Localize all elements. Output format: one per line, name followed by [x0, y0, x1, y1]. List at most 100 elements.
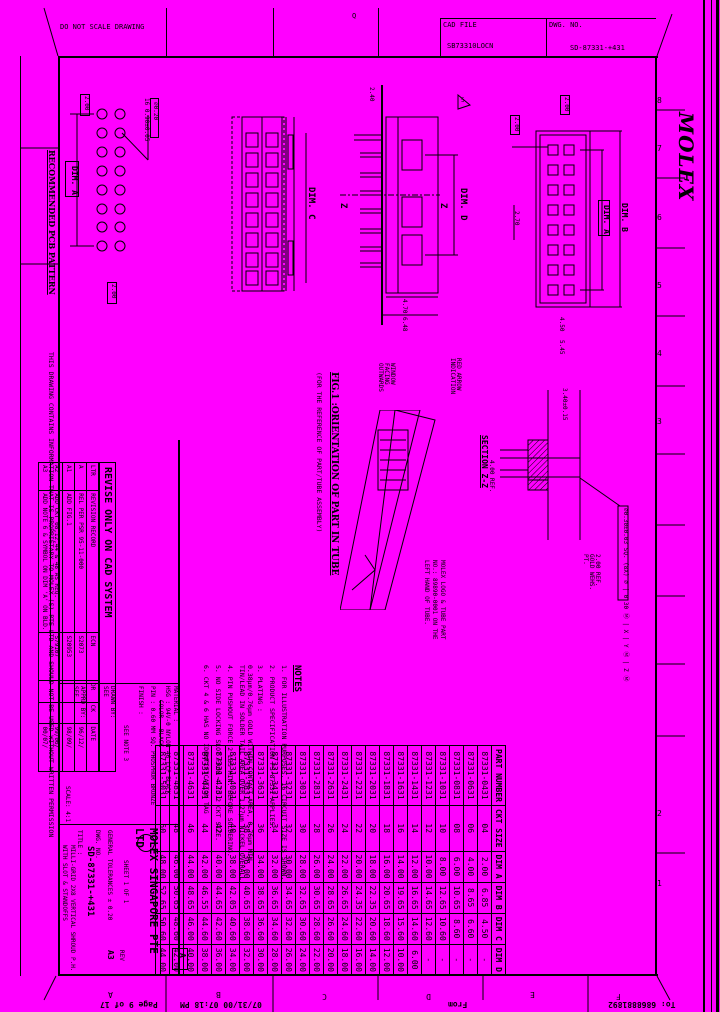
cell: 14.00 — [393, 851, 408, 883]
cell: 44.60 — [197, 913, 212, 945]
cell: 46.55 — [197, 882, 212, 914]
cad-file-label: CAD FILE — [443, 21, 477, 29]
cell: A1 — [62, 462, 75, 491]
cell: 10.60 — [435, 913, 450, 945]
zone-c: C — [322, 992, 327, 1001]
cell: 26.65 — [337, 882, 352, 914]
cell: 12.65 — [435, 882, 450, 914]
front-dim-a-box — [598, 200, 610, 236]
cell: 16.65 — [407, 882, 422, 914]
cell: 12 — [421, 805, 436, 852]
cell: 38.00 — [197, 944, 212, 976]
pcb-holes-graphic — [70, 108, 149, 252]
cell: 26.00 — [281, 944, 296, 976]
rev-value: A3 — [106, 950, 115, 960]
cell: 32.60 — [281, 913, 296, 945]
cell: REL PER PSR 95-11-000 — [74, 490, 87, 633]
cell: 44 — [197, 805, 212, 852]
fax-from: From — [448, 1000, 468, 1009]
frame-right-outer2 — [711, 0, 712, 1012]
cell: 14.00 — [365, 944, 380, 976]
zone-e: E — [530, 990, 535, 999]
pcb-tol-frame — [150, 98, 159, 138]
molex-logo: MOLEX — [674, 112, 698, 202]
front-dim-2: 2.70 — [513, 211, 520, 226]
rev-col-date: DATE — [86, 723, 99, 772]
cell: 38.00 — [225, 851, 240, 883]
col-dim-d: DIM D — [491, 944, 506, 976]
pcb-pitch-box-1 — [80, 94, 90, 116]
cell: 87331-0431 — [477, 745, 492, 806]
frame-left-outer — [20, 56, 21, 976]
col-dim-b: DIM B — [491, 882, 506, 914]
zone-7: 7 — [657, 144, 662, 153]
cell: 87331-0631 — [463, 745, 478, 806]
cell: 14.65 — [421, 882, 436, 914]
cell: 12.00 — [407, 851, 422, 883]
pcb-position-tol: ⌀0.20 — [152, 102, 159, 121]
zone-1: 1 — [657, 879, 662, 888]
cell: 96/12/ — [74, 723, 87, 772]
fig1-callout-window: WINDOW FACING OUTWARDS — [377, 363, 396, 392]
cell: 8.65 — [463, 882, 478, 914]
cell: 36.60 — [253, 913, 268, 945]
title-block-div2 — [160, 700, 161, 976]
finish-label: FINISH : — [137, 686, 144, 715]
cell: 32 — [281, 805, 296, 852]
title-block-top — [58, 683, 178, 684]
pcb-dim-a-box — [65, 161, 79, 197]
header-div1 — [166, 8, 167, 56]
parts-table: PART NUMBER CKT SIZE DIM A DIM B DIM C D… — [155, 745, 506, 976]
proprietary-notice: THIS DRAWING CONTAINS INFORMATION THAT I… — [47, 352, 55, 838]
cell: 87331-3431 — [267, 745, 282, 806]
cell: 28.00 — [295, 851, 310, 883]
cell: - — [477, 944, 492, 976]
zone-f: F — [616, 992, 621, 1001]
cell: 87331-3831 — [239, 745, 254, 806]
section-marker-left: Z — [338, 203, 348, 209]
pcb-pitch-2: 2.00 — [110, 284, 117, 299]
molex-seal-icon — [137, 834, 155, 852]
section-view: 3.40±0.15 4.00 REF. ⌀0.30±0.03 SQ. (8X) … — [488, 360, 650, 681]
cell: 40.65 — [239, 882, 254, 914]
front-dim-4: 4.50 — [558, 317, 565, 332]
tolerance-label: GENERAL TOLERANCES ± 0.20 — [106, 830, 113, 921]
cell: 24 — [337, 805, 352, 852]
cell: 87331-4831 — [169, 745, 184, 806]
frame-right-outer3 — [716, 0, 719, 1012]
cell: 98/09/ — [62, 723, 75, 772]
cell: - — [463, 944, 478, 976]
cell: 14.60 — [407, 913, 422, 945]
col-part-number: PART NUMBER — [491, 745, 506, 806]
fax-to: To: 6868881892 — [608, 1000, 676, 1009]
cell: 6.00 — [407, 944, 422, 976]
frame-right-outer — [703, 0, 705, 1012]
front-dim-5: 5.45 — [558, 340, 565, 355]
cell: 46.00 — [183, 913, 198, 945]
cell: 40 — [225, 805, 240, 852]
zone-b: B — [216, 990, 221, 999]
cell: 28.00 — [267, 944, 282, 976]
cell: 16.00 — [351, 944, 366, 976]
zone-3: 3 — [657, 417, 662, 426]
material-color: COLOR - BLACK — [157, 700, 164, 747]
cell: 14 — [407, 805, 422, 852]
cell: 36.00 — [239, 851, 254, 883]
fig1-title: FIG.1 :ORIENTATION OF PART IN TUBE — [329, 372, 339, 576]
drawn-by: DRAWN BY: — [109, 686, 116, 719]
front-dim-box-1 — [510, 115, 520, 135]
tube-graphic — [340, 410, 436, 610]
cell: 04 — [477, 805, 492, 852]
col-dim-a: DIM A — [491, 851, 506, 883]
zone-6: 6 — [657, 213, 662, 222]
cell: 87331-1031 — [435, 745, 450, 806]
